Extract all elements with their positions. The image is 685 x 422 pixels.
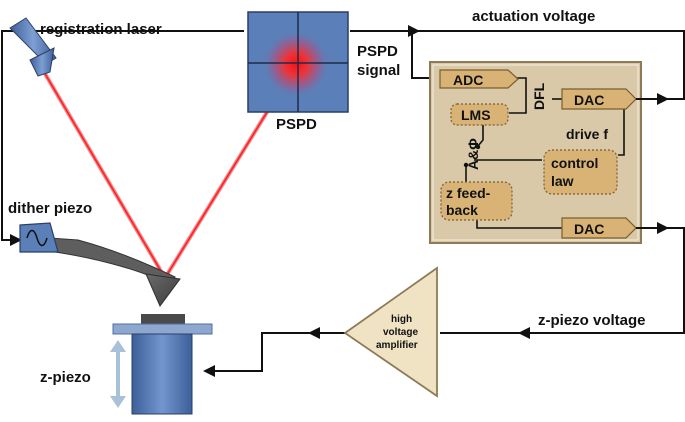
z-feedback-label-line2: back	[446, 202, 478, 218]
amplifier-label-line1: high	[391, 314, 412, 325]
dither-piezo-label: dither piezo	[8, 200, 92, 217]
lms-block	[450, 103, 509, 126]
control-law-label-line2: law	[551, 173, 574, 189]
amplifier-label-line3: amplifier	[376, 340, 418, 351]
actuation-arrow-icon	[657, 93, 669, 105]
sine-wave-icon	[26, 229, 48, 247]
z-piezo-voltage-label: z-piezo voltage	[538, 312, 646, 329]
controller-panel: ADC DFL DAC LMS drive f A&Φ control law …	[429, 61, 648, 244]
adc-block	[439, 69, 519, 89]
cantilever-tip-icon	[145, 273, 181, 307]
adc-label: ADC	[453, 72, 483, 88]
amp-out-arrow-icon	[308, 327, 320, 339]
controller-wires	[465, 77, 625, 229]
amplifier-label-line2: voltage	[383, 327, 418, 338]
amplifier-output-wire	[205, 332, 345, 372]
dac-top-block	[561, 88, 637, 110]
pspd-signal-arrow-icon	[408, 25, 420, 37]
registration-laser-icon	[9, 17, 57, 77]
dac-bottom-out-arrow-icon	[657, 222, 669, 234]
cantilever-assembly	[19, 222, 181, 307]
a-phi-label: A&Φ	[465, 138, 481, 170]
z-piezo-stack	[112, 314, 213, 415]
z-feedback-label-line1: z feed-	[446, 185, 491, 201]
pspd-signal-label-line1: PSPD	[357, 43, 398, 60]
z-motion-arrow-icon	[110, 340, 126, 408]
pspd-label: PSPD	[276, 116, 317, 133]
pspd-signal-label-line2: signal	[357, 62, 400, 79]
wire-arrowheads	[10, 25, 669, 377]
dither-in-arrow-icon	[10, 234, 22, 246]
control-law-label-line1: control	[551, 155, 598, 171]
switch-node-icon	[463, 162, 469, 168]
actuation-voltage-label: actuation voltage	[472, 8, 595, 25]
dac-bottom-block	[561, 217, 637, 239]
pspd-detector	[247, 11, 349, 113]
dac-bottom-label: DAC	[574, 221, 604, 237]
z-voltage-arrow-icon	[518, 327, 530, 339]
z-piezo-in-arrow-icon	[203, 365, 215, 377]
z-feedback-block	[440, 181, 513, 221]
dither-piezo-icon	[19, 222, 59, 253]
pspd-signal-wire	[350, 30, 436, 79]
actuation-voltage-wire-left	[1, 30, 244, 241]
control-law-block	[543, 149, 618, 195]
switch-node-icon	[475, 144, 481, 150]
lms-label: LMS	[461, 107, 491, 123]
z-piezo-label: z-piezo	[40, 369, 91, 386]
dfl-label: DFL	[531, 82, 547, 110]
high-voltage-amplifier: high voltage amplifier	[343, 266, 438, 398]
drive-f-label: drive f	[566, 126, 608, 142]
registration-laser-label: registration laser	[40, 21, 162, 38]
dac-top-label: DAC	[574, 92, 604, 108]
